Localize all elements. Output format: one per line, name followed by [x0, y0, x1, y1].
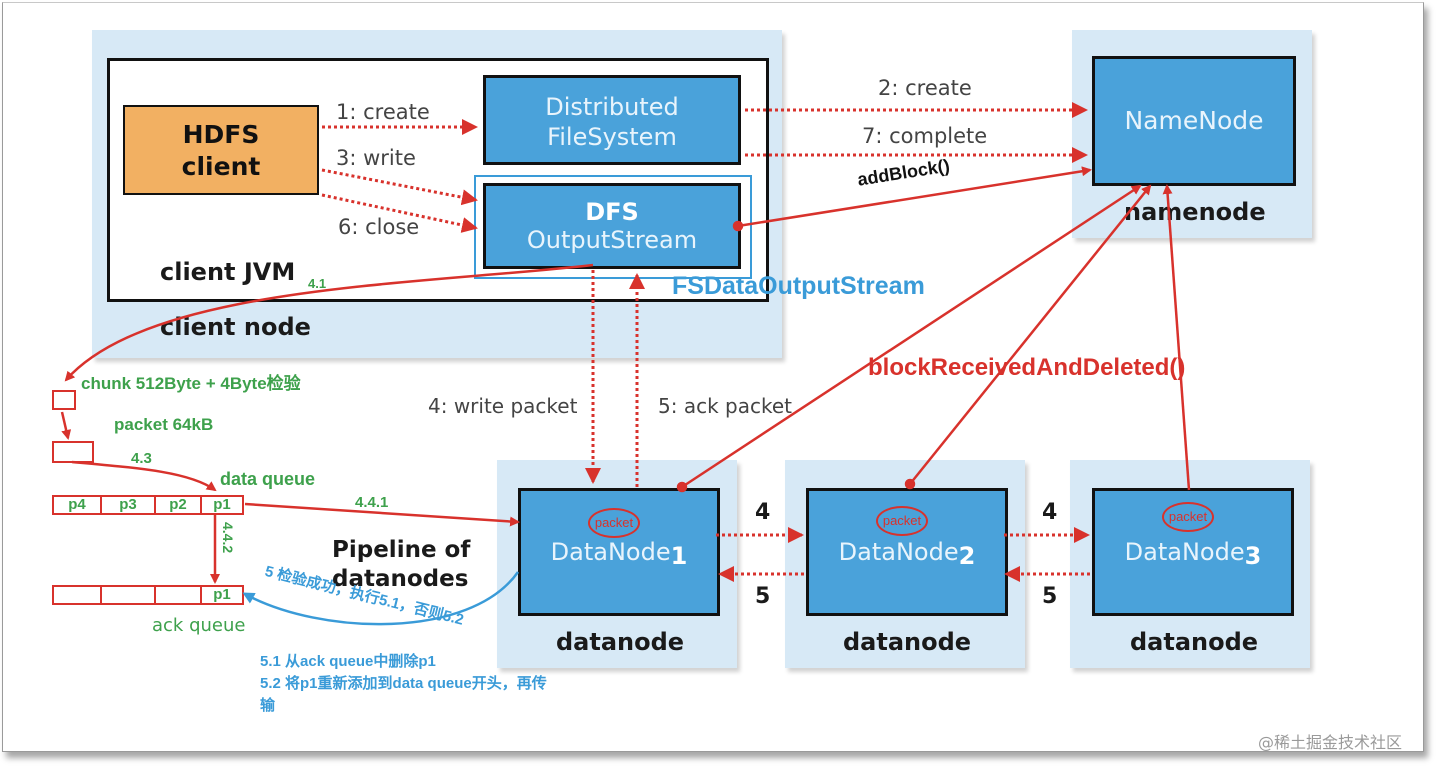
datanode-3-index: 3 [1244, 542, 1262, 570]
arrow-block-received-3 [1162, 184, 1191, 491]
data-queue-item: p1 [200, 495, 244, 515]
datanode-2-name: DataNode [838, 538, 959, 566]
ack-note-line3: 输 [260, 697, 276, 714]
step-7-complete: 7: complete [862, 124, 988, 148]
chunk-label: chunk 512Byte + 4Byte检验 [81, 374, 301, 393]
namenode-box-label: NameNode [1124, 106, 1264, 135]
arrow-6-close [321, 193, 478, 233]
arrow-3-write [321, 168, 478, 206]
datanode-2-index: 2 [958, 542, 976, 570]
pipeline-label-line2: datanodes [332, 566, 469, 592]
step-6-close: 6: close [338, 215, 420, 239]
datanode-2-label: datanode [843, 628, 972, 656]
arrow-chunk-to-packet [60, 411, 72, 440]
ack-note-line2: 5.2 将p1重新添加到data queue开头，再传 [260, 675, 547, 692]
distributed-filesystem-box: Distributed FileSystem [483, 75, 741, 165]
arrow-block-received-2 [909, 184, 1152, 485]
watermark: @稀土掘金技术社区 [1258, 733, 1403, 752]
datanode-3-name: DataNode [1124, 538, 1245, 566]
data-queue-label: data queue [220, 469, 316, 489]
pipe-fwd-1-label: 4 [755, 500, 771, 525]
datanode-1-name: DataNode [550, 538, 671, 566]
namenode-box: NameNode [1092, 56, 1296, 186]
datanode-2-packet: packet [876, 506, 928, 536]
hdfs-client-line2: client [181, 152, 261, 181]
arrow-4-3 [71, 460, 217, 492]
datanode-3-packet: packet [1162, 502, 1214, 532]
step-4-4-1-label: 4.4.1 [355, 494, 389, 511]
fsdataoutputstream-label: FSDataOutputStream [672, 272, 925, 300]
add-block-dot [732, 220, 744, 232]
dfs-outputstream-line2: OutputStream [526, 226, 698, 254]
step-4-1-label: 4.1 [308, 276, 327, 291]
arrow-4-4-1 [244, 502, 520, 527]
arrow-4-1 [64, 263, 594, 382]
dfs-line1: Distributed [545, 93, 679, 121]
datanode-1-packet: packet [588, 508, 640, 538]
step-5-ack-packet: 5: ack packet [658, 394, 792, 418]
dfs-outputstream-line1: DFS [585, 198, 639, 226]
arrow-add-block [737, 166, 1092, 228]
arrow-5-ack-return [242, 571, 520, 626]
pipe-back-1-label: 5 [755, 584, 771, 609]
step-4-4-2-label: 4.4.2 [220, 522, 236, 554]
ack-note-line1: 5.1 从ack queue中删除p1 [260, 653, 436, 670]
packet-label: packet 64kB [114, 415, 214, 434]
step-3-write: 3: write [336, 146, 416, 170]
datanode-3-label: datanode [1130, 628, 1259, 656]
chunk-box [52, 390, 76, 410]
block-received-dot-2 [904, 478, 916, 490]
block-received-label: blockReceivedAndDeleted() [868, 354, 1186, 381]
client-jvm-label: client JVM [160, 258, 296, 286]
datanode-1-label: datanode [556, 628, 685, 656]
step-4-write-packet: 4: write packet [428, 394, 578, 418]
hdfs-client-box: HDFS client [123, 105, 319, 195]
arrow-block-received-1 [681, 184, 1142, 489]
pipe-fwd-2-label: 4 [1042, 500, 1058, 525]
datanode-1-index: 1 [670, 542, 688, 570]
block-received-dot-1 [676, 481, 688, 493]
step-2-create: 2: create [878, 76, 972, 100]
hdfs-client-line1: HDFS [182, 120, 260, 149]
ack-queue-label: ack queue [152, 615, 246, 636]
pipe-back-2-label: 5 [1042, 584, 1058, 609]
dfs-line2: FileSystem [547, 123, 677, 151]
step-4-3-label: 4.3 [131, 450, 152, 467]
step-1-create: 1: create [336, 100, 430, 124]
namenode-label: namenode [1124, 198, 1266, 226]
pipeline-label-line1: Pipeline of [332, 537, 471, 563]
dfs-outputstream-box: DFS OutputStream [483, 183, 741, 269]
